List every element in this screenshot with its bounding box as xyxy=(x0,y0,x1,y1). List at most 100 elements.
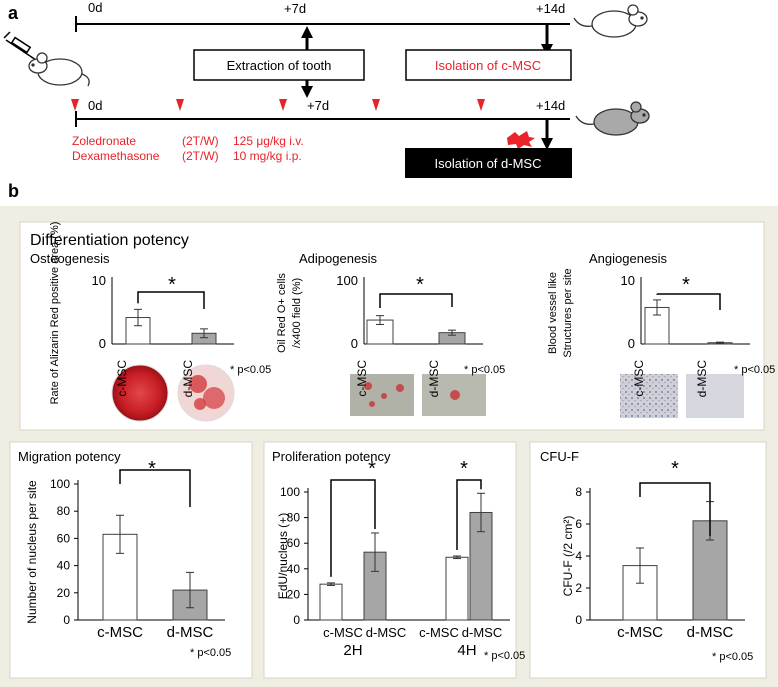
y-tick-label: 10 xyxy=(621,273,635,288)
significance-star: * xyxy=(368,458,376,480)
p-value-note: * p<0.05 xyxy=(484,650,525,662)
extraction-box-label: Extraction of tooth xyxy=(227,58,332,73)
timeline-1-label-0d: 0d xyxy=(88,0,102,15)
cmsc-box xyxy=(405,49,572,81)
group-label: 4H xyxy=(457,642,476,659)
chart-proliferation-potency: Proliferation potency 0 20 40 60 80 100EdU/nuc… xyxy=(272,449,525,662)
x-tick-label: c-MSC xyxy=(419,625,459,640)
y-tick-label: 0 xyxy=(575,613,582,627)
x-tick-label: c-MSC xyxy=(355,360,369,397)
significance-bracket xyxy=(379,293,453,308)
significance-star: * xyxy=(671,458,679,480)
y-tick-label: 4 xyxy=(575,549,582,563)
differentiation-title: Differentiation potency xyxy=(30,232,189,249)
timeline-1-label-14d: +14d xyxy=(536,1,565,16)
bar xyxy=(125,317,151,345)
syringe-icon xyxy=(3,31,37,61)
significance-bracket xyxy=(119,469,191,507)
y-tick-label: 40 xyxy=(57,559,71,573)
y-tick-label: 100 xyxy=(50,477,70,491)
significance-star: * xyxy=(168,274,176,296)
mouse-icon xyxy=(573,4,648,38)
p-value-note: * p<0.05 xyxy=(190,647,231,659)
y-axis-label: Structures per site xyxy=(562,268,574,357)
p-value-note: * p<0.05 xyxy=(712,651,753,663)
significance-bracket xyxy=(656,293,721,310)
y-tick-label: 0 xyxy=(293,613,300,627)
y-tick-label: 80 xyxy=(287,511,301,525)
y-axis-label: Blood vessel like xyxy=(547,272,559,354)
y-tick-label: 6 xyxy=(575,517,582,531)
y-axis-label: EdU/nucleus (+) xyxy=(276,513,290,599)
y-tick-label: 100 xyxy=(336,273,358,288)
y-axis-label: Rate of Alizarin Red positive area (%) xyxy=(49,222,61,405)
p-value-note: * p<0.05 xyxy=(734,364,775,376)
panel-b-label: b xyxy=(8,181,19,201)
y-tick-label: 0 xyxy=(99,336,106,351)
chart-title: Adipogenesis xyxy=(299,251,378,266)
significance-bracket xyxy=(330,479,376,577)
group-label: 2H xyxy=(343,642,362,659)
panel-a-label: a xyxy=(8,3,19,23)
y-tick-label: 40 xyxy=(287,562,301,576)
lesion-icon xyxy=(507,131,535,149)
y-tick-label: 100 xyxy=(280,485,300,499)
mouse-icon xyxy=(575,101,650,136)
chart-title: Migration potency xyxy=(18,449,121,464)
extraction-box xyxy=(193,49,365,81)
chart-title: Proliferation potency xyxy=(272,449,391,464)
significance-bracket xyxy=(137,291,205,309)
x-tick-label: c-MSC xyxy=(617,624,663,641)
x-tick-label: d-MSC xyxy=(695,360,709,398)
x-tick-label: c-MSC xyxy=(323,625,363,640)
significance-bracket xyxy=(456,479,482,550)
significance-star: * xyxy=(682,274,690,296)
mouse-icon xyxy=(28,52,90,87)
y-axis-label: /x400 field (%) xyxy=(291,278,303,348)
osteogenesis-cmsc-well xyxy=(111,364,169,422)
angiogenesis-cmsc-image xyxy=(620,374,678,418)
drug-dexamethasone-dose: 10 mg/kg i.p. xyxy=(233,149,302,163)
y-axis-label: Number of nucleus per site xyxy=(25,480,39,624)
y-tick-label: 0 xyxy=(63,613,70,627)
significance-star: * xyxy=(148,458,156,480)
angiogenesis-images xyxy=(620,374,744,418)
x-tick-label: c-MSC xyxy=(115,360,129,397)
timeline-2-label-7d: +7d xyxy=(307,98,329,113)
adipogenesis-images xyxy=(350,374,486,416)
injection-marker xyxy=(176,99,184,111)
y-tick-label: 8 xyxy=(575,485,582,499)
y-tick-label: 2 xyxy=(575,581,582,595)
p-value-note: * p<0.05 xyxy=(464,364,505,376)
drug-zoledronate-name: Zoledronate xyxy=(72,134,136,148)
injection-marker xyxy=(477,99,485,111)
chart-title: CFU-F xyxy=(540,449,579,464)
y-tick-label: 60 xyxy=(287,536,301,550)
x-tick-label: d-MSC xyxy=(427,360,441,398)
injection-marker xyxy=(71,99,79,111)
y-tick-label: 20 xyxy=(287,587,301,601)
injection-marker xyxy=(372,99,380,111)
x-tick-label: c-MSC xyxy=(632,360,646,397)
chart-title: Angiogenesis xyxy=(589,251,668,266)
timeline-2-label-14d: +14d xyxy=(536,98,565,113)
p-value-note: * p<0.05 xyxy=(230,364,271,376)
chart-title: Osteogenesis xyxy=(30,251,110,266)
drug-dexamethasone-freq: (2T/W) xyxy=(182,149,219,163)
x-tick-label: d-MSC xyxy=(181,360,195,398)
y-axis-label: CFU-F (/2 cm²) xyxy=(561,516,575,597)
drug-zoledronate: Zoledronate xyxy=(72,134,136,148)
significance-star: * xyxy=(416,274,424,296)
y-tick-label: 80 xyxy=(57,504,71,518)
dmsc-box-label: Isolation of d-MSC xyxy=(435,156,542,171)
cmsc-box-label: Isolation of c-MSC xyxy=(435,58,541,73)
timeline-1-label-7d: +7d xyxy=(284,1,306,16)
y-tick-label: 0 xyxy=(628,336,635,351)
significance-bracket xyxy=(639,482,711,536)
injection-markers xyxy=(71,99,485,111)
x-tick-label: d-MSC xyxy=(366,625,406,640)
